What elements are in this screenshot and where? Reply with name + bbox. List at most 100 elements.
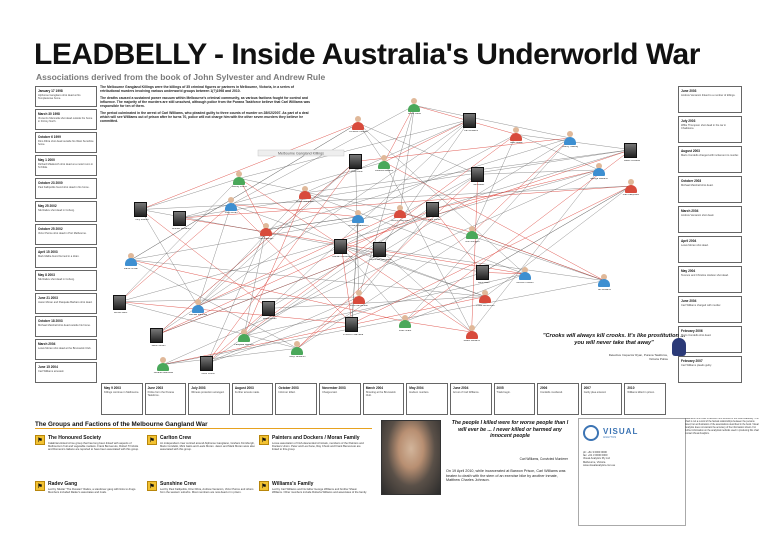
poster-subtitle: Associations derived from the book of Jo… (36, 72, 326, 82)
association-line (265, 216, 359, 231)
person-name: Vince Benvenuto (349, 305, 368, 307)
note-text: Victor Peirce shot dead in Port Melbourn… (38, 232, 87, 235)
network-diagram: Melbourne Gangland Killings (119, 105, 632, 365)
association-line (140, 209, 483, 273)
person-icon: Benji Veniamin (289, 341, 305, 358)
note-date: May 25 2002 (38, 204, 57, 208)
association-line (239, 178, 267, 230)
person-icon: Michael Marshall (189, 299, 207, 316)
note-date: October 25 2002 (38, 227, 63, 231)
association-line (265, 137, 571, 231)
intro-paragraph-2: The deaths caused a sustained power vacu… (100, 96, 310, 108)
person-name: Roberta Williams (375, 170, 394, 172)
person-photo: Victor Peirce (200, 356, 215, 375)
person-name: Peter Grant (398, 329, 412, 332)
association-line (400, 211, 605, 281)
groups-title: The Groups and Factions of the Melbourne… (35, 420, 372, 429)
association-line (297, 232, 473, 349)
person-icon: Christine Hodson (349, 116, 367, 133)
note-date: July 2003 (681, 119, 696, 123)
note-date: October 2003 (681, 179, 702, 183)
note-text: Police form the Purana Taskforce. (147, 391, 174, 398)
person-icon: Bill Williams (597, 273, 611, 290)
person-photo: Mario Condello (624, 142, 640, 161)
brand-logo-icon (583, 425, 599, 441)
contact-line: www.visualanalytics.com.au (583, 463, 616, 467)
association-line (433, 169, 600, 210)
note-text: Nik Radev shot dead in Coburg. (38, 278, 75, 281)
association-line (119, 204, 232, 302)
association-line (119, 169, 600, 302)
group-williams-family: ⚑ Williams's Family Led by Carl Williams… (259, 480, 369, 530)
person-name: Willie Thompson (296, 200, 314, 203)
association-line (157, 161, 356, 335)
person-name: Mark Mallia (510, 142, 523, 145)
association-line (130, 259, 298, 349)
association-line (243, 137, 571, 337)
association-line (404, 137, 571, 322)
police-badge-icon (672, 338, 686, 356)
note-date: October 18 2003 (38, 319, 63, 323)
person-name: Alphonse Gangitano (369, 259, 392, 262)
person-name: Dennis Allen (113, 311, 128, 314)
person-name: Kath Pettingill (258, 237, 274, 240)
person-photo: Carl Williams (463, 112, 478, 131)
association-line (414, 105, 571, 139)
note-text: Nik Radev shot dead in Coburg. (38, 209, 75, 212)
person-photo: Dino Dibra (348, 154, 362, 173)
person-icon: Judy Moran (224, 197, 238, 214)
association-line (157, 119, 471, 335)
person-name: Lewis Moran (262, 318, 277, 321)
person-icon: Lewis Caine (407, 98, 421, 115)
note-text: Mario Condello shot dead. (681, 334, 712, 337)
note-text: Mark Mallia found burned in a drain. (38, 255, 80, 258)
association-line (472, 134, 517, 233)
person-photo: Graham Kinniburgh (332, 239, 353, 258)
brand-name: VISUAL (603, 427, 639, 436)
intro-paragraph-1: The Melbourne Gangland Killings were the… (100, 85, 294, 93)
association-line (404, 321, 472, 333)
note-text: Mario Condello charged with incitement t… (681, 154, 739, 157)
association-line (355, 137, 571, 162)
group-name: The Honoured Society (48, 435, 102, 441)
association-line (297, 296, 359, 349)
note-date: August 2003 (234, 386, 254, 390)
association-line (140, 209, 199, 307)
person-icon: Jimmy Loughnan (391, 204, 409, 222)
note-date: 2010 (627, 386, 635, 390)
association-line (197, 204, 232, 307)
person-icon: Paul Kallipolitis (623, 179, 639, 196)
association-line (119, 301, 352, 324)
person-name: Judy Moran (224, 212, 238, 215)
person-name: Wendy Peirce (231, 186, 247, 189)
association-line (268, 296, 486, 309)
person-icon: Mark Mallia (509, 127, 523, 144)
association-line (243, 192, 306, 337)
association-line (399, 105, 415, 213)
association-line (119, 301, 298, 349)
person-name: Shaun Williams (463, 340, 480, 343)
note-date: 2007 (583, 386, 591, 390)
person-icon: George Williams (590, 162, 608, 180)
association-line (472, 137, 571, 233)
group-desc: An independent crew centred around Alpho… (160, 442, 255, 452)
death-note: On 19 April 2010, while incarcerated at … (446, 469, 566, 483)
note-date: October 23 2000 (38, 181, 63, 185)
person-photo: Alphonse Gangitano (370, 242, 392, 261)
association-line (379, 249, 605, 281)
person-name: Faruk Orman (123, 267, 138, 270)
person-icon: Vince Benvenuto (350, 290, 368, 307)
association-line (341, 149, 632, 247)
person-name: Bill Williams (598, 288, 611, 291)
note-date: October 6 1999 (38, 135, 61, 139)
association-line (239, 178, 401, 213)
